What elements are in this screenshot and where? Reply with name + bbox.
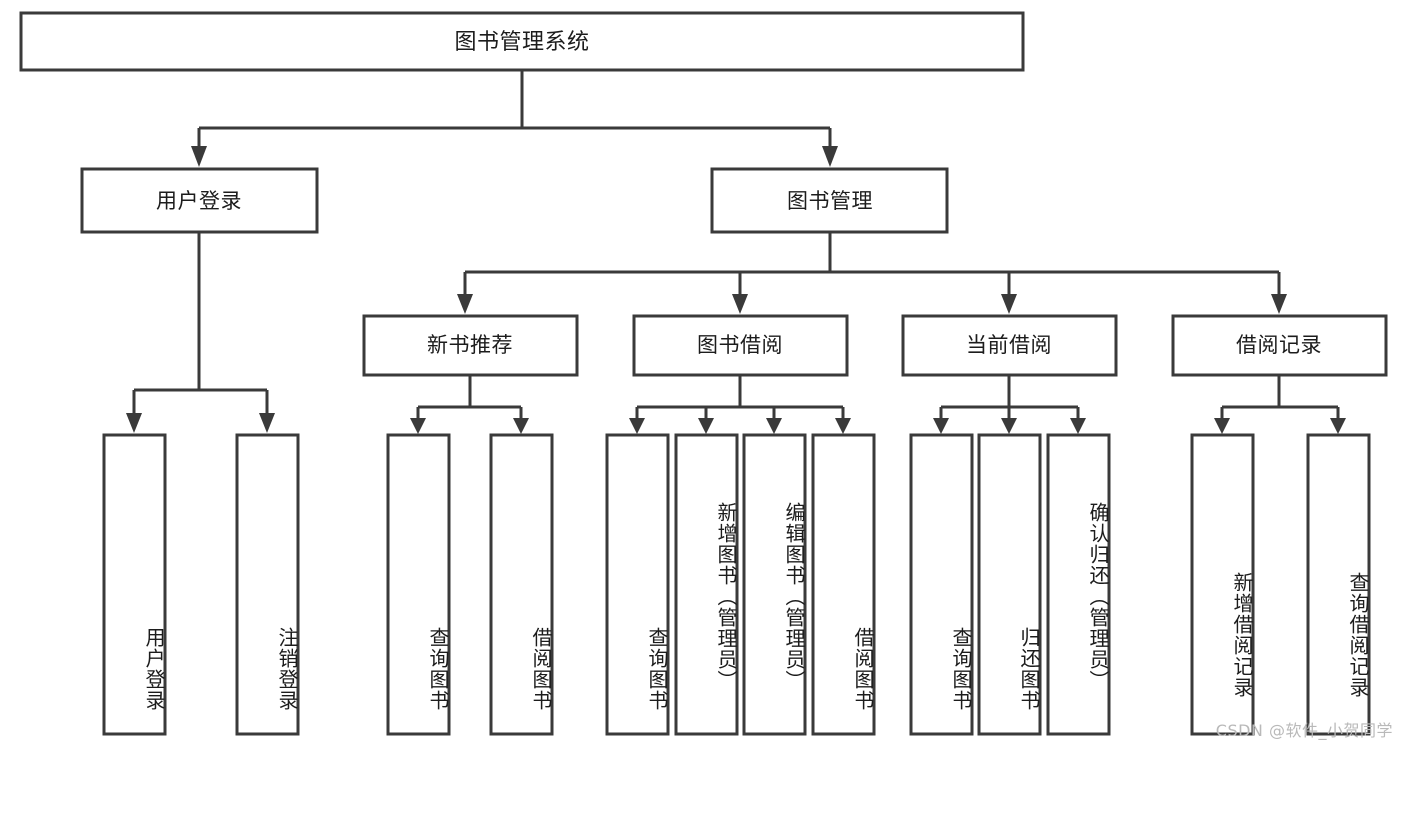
- leaf-box-borrow-records-1[interactable]: [1306, 433, 1371, 736]
- leaf-boxes-book-borrow: [605, 433, 876, 736]
- node-book-borrow-label: 图书借阅: [697, 333, 783, 357]
- arrow-head-leaf-book-borrow-0: [629, 418, 645, 434]
- leaf-box-current-borrow-0[interactable]: [909, 433, 974, 736]
- arrow-head-leaf-borrow-records-1: [1330, 418, 1346, 434]
- node-borrow-records-label: 借阅记录: [1236, 333, 1322, 357]
- leaf-box-current-borrow-2[interactable]: [1046, 433, 1111, 736]
- arrow-head-leaf-new-book-0: [410, 418, 426, 434]
- arrow-head-leaf-book-borrow-3: [835, 418, 851, 434]
- diagram-canvas-container: 图书管理系统 用户登录 图书管理 新书推荐 图书借阅 当前借阅 借阅记录: [19, 11, 1393, 740]
- leaf-box-user-login-1[interactable]: [235, 433, 300, 736]
- connector-group-book-manage: [457, 232, 1287, 314]
- hierarchy-diagram-svg: 图书管理系统 用户登录 图书管理 新书推荐 图书借阅 当前借阅 借阅记录: [19, 11, 1388, 736]
- leaf-boxes-new-book-recommend: [386, 433, 554, 736]
- leaf-box-user-login-0[interactable]: [102, 433, 167, 736]
- arrow-head-leaf-new-book-1: [513, 418, 529, 434]
- arrow-head-current-borrow: [1001, 294, 1017, 314]
- leaf-boxes-current-borrow: [909, 433, 1111, 736]
- connector-group-book-borrow-leaves: [629, 375, 851, 434]
- leaf-boxes-user-login: [102, 433, 300, 736]
- node-current-borrow-box[interactable]: [901, 314, 1118, 377]
- csdn-watermark: CSDN @软件_小贺同学: [1215, 721, 1393, 740]
- connector-group-root: [191, 70, 838, 167]
- arrow-head-leaf-user-login-1: [259, 413, 275, 433]
- arrow-head-book-manage: [822, 146, 838, 167]
- arrow-head-leaf-current-borrow-1: [1001, 418, 1017, 434]
- node-borrow-records[interactable]: 借阅记录: [1171, 314, 1388, 377]
- leaf-box-borrow-records-0[interactable]: [1190, 433, 1255, 736]
- arrow-head-borrow-records: [1271, 294, 1287, 314]
- connector-group-current-borrow-leaves: [933, 375, 1086, 434]
- leaf-boxes-borrow-records: [1190, 433, 1371, 736]
- node-book-manage[interactable]: 图书管理: [710, 167, 949, 234]
- node-root-system[interactable]: 图书管理系统: [19, 11, 1025, 72]
- node-book-manage-label: 图书管理: [787, 189, 873, 213]
- arrow-head-leaf-book-borrow-1: [698, 418, 714, 434]
- node-borrow-records-box[interactable]: [1171, 314, 1388, 377]
- node-root-system-box[interactable]: [19, 11, 1025, 72]
- node-new-book-recommend-label: 新书推荐: [427, 333, 513, 357]
- node-new-book-recommend-box[interactable]: [362, 314, 579, 377]
- node-current-borrow[interactable]: 当前借阅: [901, 314, 1118, 377]
- node-user-login[interactable]: 用户登录: [80, 167, 319, 234]
- leaf-box-new-book-1[interactable]: [489, 433, 554, 736]
- leaf-box-book-borrow-2[interactable]: [742, 433, 807, 736]
- leaf-box-book-borrow-3[interactable]: [811, 433, 876, 736]
- node-root-system-label: 图书管理系统: [454, 30, 589, 55]
- arrow-head-leaf-current-borrow-0: [933, 418, 949, 434]
- connector-group-borrow-records-leaves: [1214, 375, 1346, 434]
- node-book-borrow[interactable]: 图书借阅: [632, 314, 849, 377]
- arrow-head-user-login: [191, 146, 207, 167]
- node-book-manage-box[interactable]: [710, 167, 949, 234]
- leaf-box-book-borrow-1[interactable]: [674, 433, 739, 736]
- leaf-box-book-borrow-0[interactable]: [605, 433, 670, 736]
- arrow-head-leaf-current-borrow-2: [1070, 418, 1086, 434]
- leaf-box-current-borrow-1[interactable]: [977, 433, 1042, 736]
- arrow-head-leaf-borrow-records-0: [1214, 418, 1230, 434]
- arrow-head-leaf-user-login-0: [126, 413, 142, 433]
- node-new-book-recommend[interactable]: 新书推荐: [362, 314, 579, 377]
- arrow-head-leaf-book-borrow-2: [766, 418, 782, 434]
- leaf-box-new-book-0[interactable]: [386, 433, 451, 736]
- arrow-head-book-borrow: [732, 294, 748, 314]
- node-user-login-box[interactable]: [80, 167, 319, 234]
- node-book-borrow-box[interactable]: [632, 314, 849, 377]
- node-user-login-label: 用户登录: [156, 189, 242, 213]
- connector-group-user-login-leaves: [126, 232, 275, 433]
- arrow-head-new-book-recommend: [457, 294, 473, 314]
- node-current-borrow-label: 当前借阅: [966, 333, 1052, 357]
- connector-group-new-book-leaves: [410, 375, 529, 434]
